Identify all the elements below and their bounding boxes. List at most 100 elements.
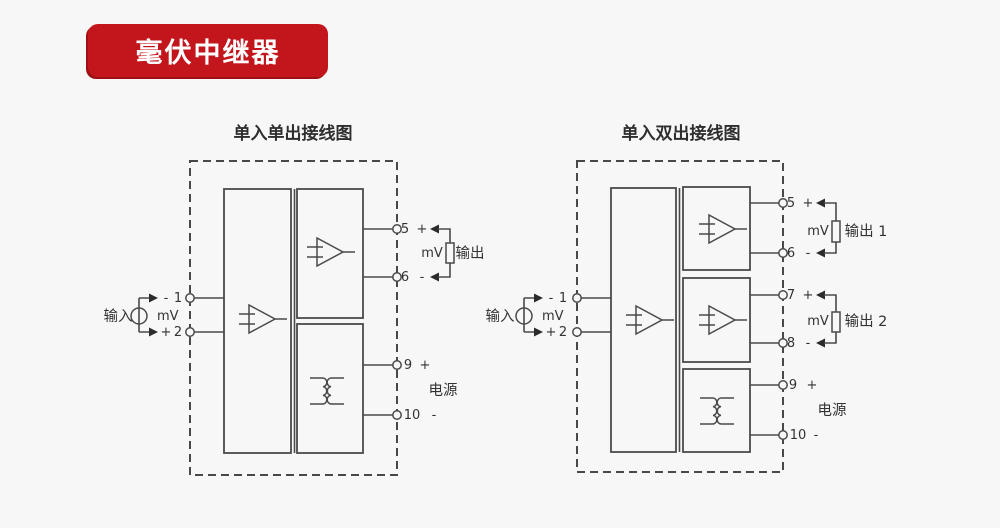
power-circuit: 9 + 10 - 电源 [363,358,458,423]
output-circuit: 5 + 6 - mV 输出 [363,222,485,285]
power-transformer-block [682,368,751,453]
terminal-sign: - [420,270,425,285]
power-circuit: 9 + 10 - 电源 [750,378,847,443]
arrow-left-icon [430,224,439,234]
terminal-2 [572,327,582,337]
load-unit: mV [807,224,829,239]
title-banner: 毫伏中继器 [88,24,328,77]
terminal-sign: + [807,378,818,393]
terminal-number: 6 [401,270,409,285]
transformer-icon [309,377,345,405]
terminal-sign: + [420,358,431,373]
output-label: 输出 2 [845,313,888,330]
input-circuit: 输入 mV - 1 + 2 [486,291,611,340]
input-amplifier-block [610,187,677,453]
input-wires [138,297,150,333]
amplifier-icon [698,214,748,244]
load-resistor-icon [831,311,841,333]
terminal-sign: - [806,246,811,261]
diagram-title: 单入双出接线图 [622,123,741,144]
output2-amplifier-block [682,277,751,363]
arrow-right-icon [149,293,158,303]
terminal-1 [185,293,195,303]
amplifier-icon [625,305,675,335]
page-title: 毫伏中继器 [135,38,281,69]
load-wires [824,202,837,254]
internal-wires [581,297,611,333]
internal-wires [750,384,779,436]
terminal-number: 5 [787,196,795,211]
source-unit: mV [542,309,564,324]
terminal-number: 9 [404,358,412,373]
terminal-9 [392,360,402,370]
input-label: 输入 [104,308,133,325]
terminal-number: 8 [787,336,795,351]
diagram-single-in-dual-out: 单入双出接线图 输入 mV - 1 + 2 [486,123,887,473]
internal-wires [194,297,224,333]
amplifier-icon [306,237,356,267]
load-resistor-icon [445,242,455,264]
input-wires [523,297,535,333]
terminal-number: 2 [174,325,182,340]
power-label: 电源 [818,402,847,419]
isolation-dashed-boundary [189,160,398,476]
output-label: 输出 1 [845,223,888,240]
output1-amplifier-block [682,186,751,271]
output2-circuit: 7 + 8 - mV 输出 2 [750,288,887,351]
arrow-left-icon [816,338,825,348]
terminal-sign: - [432,408,437,423]
load-resistor-icon [831,220,841,243]
terminal-number: 7 [787,288,795,303]
source-unit: mV [157,309,179,324]
load-unit: mV [421,246,443,261]
terminal-number: 1 [559,291,567,306]
terminal-2 [185,327,195,337]
power-label: 电源 [429,382,458,399]
terminal-sign: - [806,336,811,351]
arrow-right-icon [534,327,543,337]
input-circuit: 输入 mV - 1 + 2 [104,291,224,340]
amplifier-icon [238,304,288,334]
input-label: 输入 [486,308,515,325]
terminal-number: 2 [559,325,567,340]
terminal-number: 10 [404,408,421,423]
internal-wires [750,202,779,254]
arrow-left-icon [430,272,439,282]
terminal-10 [778,430,788,440]
amplifier-icon [698,305,748,335]
arrow-left-icon [816,248,825,258]
terminal-9 [778,380,788,390]
arrow-right-icon [534,293,543,303]
arrow-left-icon [816,290,825,300]
internal-wires [363,228,393,278]
terminal-number: 5 [401,222,409,237]
terminal-sign: - [549,291,554,306]
diagram-title: 单入单出接线图 [234,123,353,144]
input-amplifier-block [223,188,292,454]
terminal-sign: - [814,428,819,443]
load-unit: mV [807,314,829,329]
terminal-sign: + [417,222,428,237]
output-label: 输出 [456,245,485,262]
terminal-10 [392,410,402,420]
power-transformer-block [296,323,364,454]
terminal-number: 10 [790,428,807,443]
terminal-number: 1 [174,291,182,306]
internal-wires [363,364,393,416]
output1-circuit: 5 + 6 - mV 输出 1 [750,196,887,261]
load-wires [438,228,451,278]
output-amplifier-block [296,188,364,319]
terminal-1 [572,293,582,303]
isolation-dashed-boundary [576,160,784,473]
transformer-icon [699,397,735,425]
terminal-sign: - [164,291,169,306]
arrow-left-icon [816,198,825,208]
terminal-sign: + [803,288,814,303]
terminal-number: 9 [789,378,797,393]
terminal-sign: + [161,325,172,340]
terminal-number: 6 [787,246,795,261]
diagram-single-in-single-out: 单入单出接线图 输入 mV - 1 + 2 [104,123,485,476]
terminal-sign: + [546,325,557,340]
